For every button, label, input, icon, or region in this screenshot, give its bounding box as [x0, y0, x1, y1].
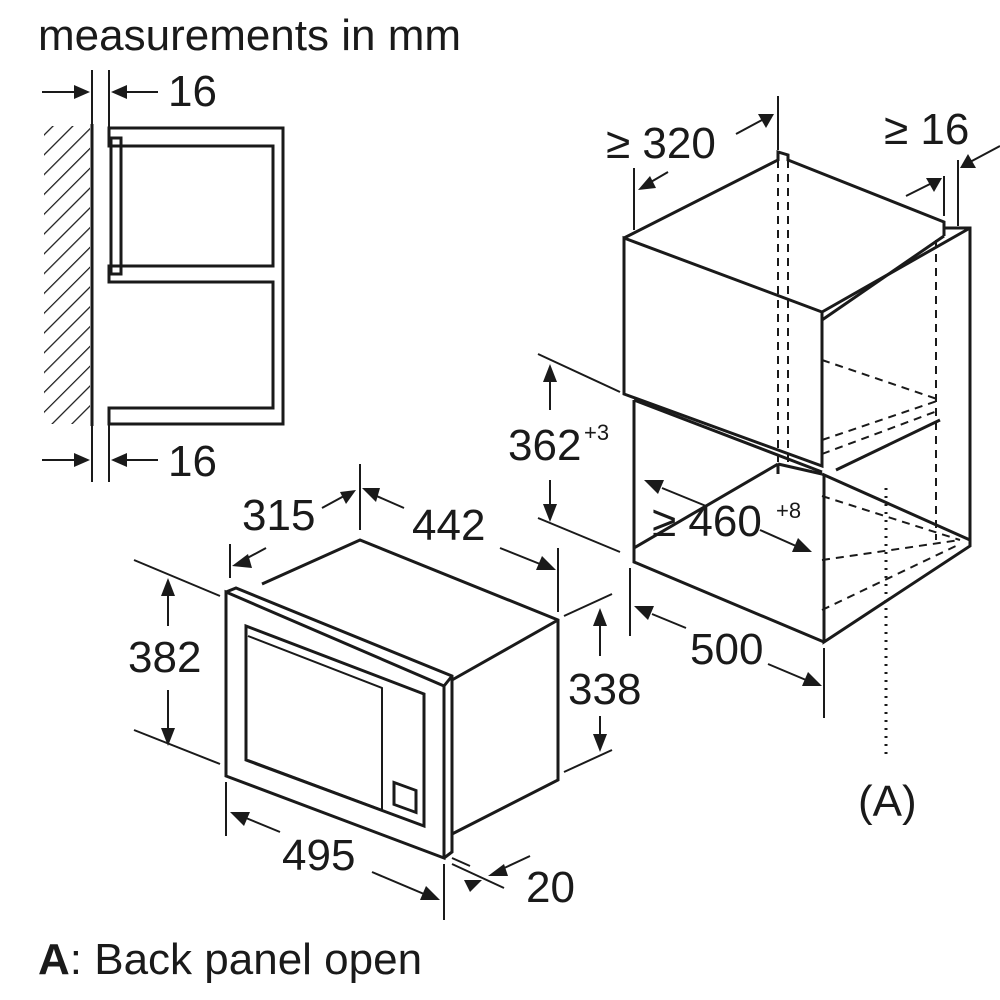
microwave-door [244, 623, 426, 829]
microwave-frame-height-label: 382 [128, 633, 201, 682]
cabinet-view: (A) ≥ 320 ≥ 16 362 +3 ≥ 460 +8 [508, 96, 1000, 826]
cabinet-height-label: 362 [508, 421, 581, 470]
legend-text: Back panel open [94, 935, 422, 984]
legend-key: A [38, 935, 70, 984]
legend: A: Back panel open [38, 935, 422, 984]
side-view: 16 16 [42, 67, 285, 486]
wall-hatch [44, 126, 90, 424]
side-appliance-panel [109, 136, 123, 276]
cabinet-back-gap-label: ≥ 16 [884, 105, 969, 154]
cabinet-depth-tolerance: +8 [776, 498, 801, 523]
side-gap-bottom-label: 16 [168, 437, 217, 486]
back-panel-marker-label: (A) [858, 777, 917, 826]
cabinet-width-min-label: ≥ 320 [606, 119, 716, 168]
microwave-width-label: 442 [412, 501, 485, 550]
microwave-body-height-label: 338 [568, 665, 641, 714]
microwave-control [392, 780, 418, 815]
cabinet-front-upper [622, 235, 824, 469]
microwave-body [261, 538, 560, 836]
microwave-depth-label: 315 [242, 491, 315, 540]
side-gap-top-label: 16 [168, 67, 217, 116]
title: measurements in mm [38, 11, 461, 60]
side-cabinet-outline [107, 126, 285, 426]
legend-separator: : [70, 935, 94, 984]
cabinet-width-label: 500 [690, 625, 763, 674]
microwave-frame-width-label: 495 [282, 831, 355, 880]
cabinet-depth-min-label: ≥ 460 [652, 497, 762, 546]
cabinet-outline [623, 149, 972, 645]
cabinet-height-tolerance: +3 [584, 420, 609, 445]
microwave-view: 315 442 382 338 495 [128, 464, 641, 920]
microwave-frame-depth-label: 20 [526, 863, 575, 912]
